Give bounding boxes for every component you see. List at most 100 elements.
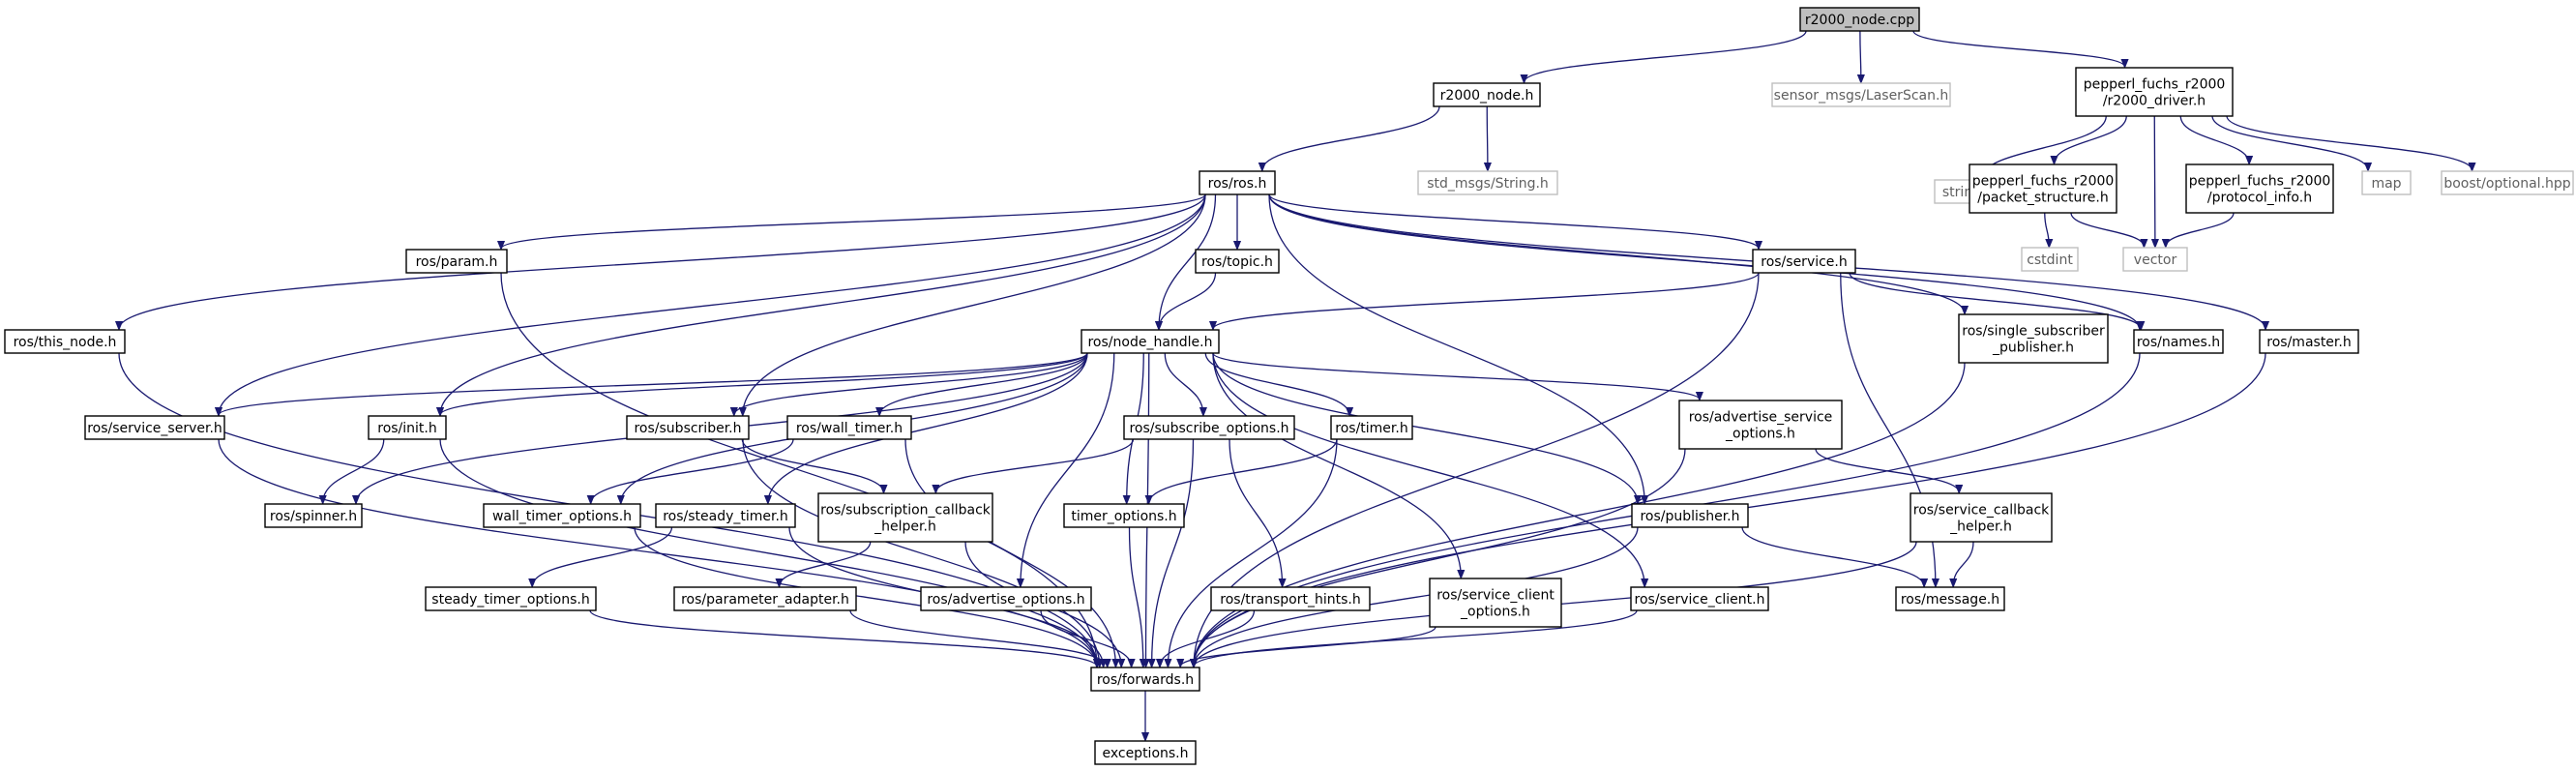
node-node-handle-box [1081, 329, 1220, 354]
node-ros-ros[interactable]: ros/ros.h [1199, 170, 1276, 195]
node-std-string[interactable]: std_msgs/String.h [1417, 170, 1558, 195]
edge-service-to-node-handle [1213, 272, 1760, 329]
node-timer-options[interactable]: timer_options.h [1063, 503, 1185, 528]
node-init-label: ros/init.h [377, 421, 437, 436]
edge-ros-ros-to-single-sub [1268, 193, 1965, 313]
edge-topic-to-node-handle [1159, 272, 1217, 329]
node-single-sub[interactable]: ros/single_subscriber_publisher.h [1958, 313, 2109, 364]
node-driver[interactable]: pepperl_fuchs_r2000/r2000_driver.h [2075, 67, 2234, 117]
node-subscribe-options[interactable]: ros/subscribe_options.h [1123, 415, 1295, 440]
node-map[interactable]: map [2361, 170, 2412, 195]
node-parameter-adapter-box [673, 586, 857, 611]
node-forwards-box [1090, 667, 1200, 692]
edge-service-server-to-forwards [218, 438, 1097, 667]
edge-packet-to-vector [2070, 212, 2144, 247]
node-exceptions[interactable]: exceptions.h [1094, 740, 1197, 765]
node-transport-hints[interactable]: ros/transport_hints.h [1210, 586, 1371, 611]
node-cstdint[interactable]: cstdint [2021, 247, 2079, 272]
node-timer[interactable]: ros/timer.h [1330, 415, 1413, 440]
node-adv-service-options-label: ros/advertise_service [1689, 410, 1833, 426]
node-steady-timer-options[interactable]: steady_timer_options.h [425, 586, 597, 611]
node-service-client-options[interactable]: ros/service_client_options.h [1429, 578, 1562, 628]
node-wall-timer[interactable]: ros/wall_timer.h [786, 415, 912, 440]
node-sub-cb-helper-box [817, 492, 993, 543]
node-adv-service-options-box [1678, 400, 1843, 450]
node-param[interactable]: ros/param.h [405, 249, 508, 274]
edge-ros-ros-to-node-handle [1159, 193, 1217, 329]
node-r2000-node-cpp[interactable]: r2000_node.cpp [1799, 7, 1920, 32]
node-r2000-node-h[interactable]: r2000_node.h [1433, 82, 1541, 107]
node-spinner-box [264, 503, 363, 528]
node-publisher[interactable]: ros/publisher.h [1631, 503, 1749, 528]
node-master[interactable]: ros/master.h [2259, 329, 2359, 354]
node-laserscan-label: sensor_msgs/LaserScan.h [1774, 88, 1949, 104]
node-transport-hints-box [1210, 586, 1371, 611]
header-nodes: r2000_node.cpp r2000_node.h sensor_msgs/La… [4, 7, 2574, 765]
node-service-server[interactable]: ros/service_server.h [84, 415, 225, 440]
node-subscriber-box [626, 415, 750, 440]
edge-ros-ros-to-service-server [219, 193, 1206, 415]
node-parameter-adapter-label: ros/parameter_adapter.h [681, 592, 849, 608]
node-exceptions-box [1094, 740, 1197, 765]
node-init[interactable]: ros/init.h [368, 415, 447, 440]
edge-packet-to-cstdint [2044, 212, 2050, 247]
node-std-string-label: std_msgs/String.h [1427, 176, 1549, 192]
node-cstdint-label: cstdint [2027, 252, 2073, 268]
edge-steady-timer-options-to-forwards [589, 609, 1097, 667]
node-timer-options-label: timer_options.h [1071, 509, 1176, 524]
node-packet-label: /packet_structure.h [1977, 191, 2108, 206]
edge-ros-ros-to-subscriber [743, 193, 1206, 415]
node-wall-timer-options-label: wall_timer_options.h [492, 509, 632, 524]
node-subscriber-label: ros/subscriber.h [634, 421, 741, 436]
node-message[interactable]: ros/message.h [1895, 586, 2005, 611]
node-single-sub-box [1958, 313, 2109, 364]
node-spinner[interactable]: ros/spinner.h [264, 503, 363, 528]
node-boost-optional[interactable]: boost/optional.hpp [2441, 170, 2574, 195]
node-steady-timer[interactable]: ros/steady_timer.h [655, 503, 796, 528]
edge-node-handle-to-wall-timer [879, 352, 1088, 415]
node-wall-timer-options-box [483, 503, 641, 528]
node-master-box [2259, 329, 2359, 354]
node-service[interactable]: ros/service.h [1752, 249, 1856, 274]
node-vector-label: vector [2134, 252, 2177, 268]
node-map-label: map [2371, 176, 2401, 192]
node-names[interactable]: ros/names.h [2133, 329, 2224, 354]
node-protocol-label: /protocol_info.h [2207, 191, 2312, 206]
edge-node-handle-to-adv-service-options [1212, 352, 1700, 400]
node-vector[interactable]: vector [2122, 247, 2188, 272]
node-adv-service-options[interactable]: ros/advertise_service_options.h [1678, 400, 1843, 450]
node-service-server-box [84, 415, 225, 440]
node-publisher-label: ros/publisher.h [1640, 509, 1739, 524]
node-vector-box [2122, 247, 2188, 272]
node-std-string-box [1417, 170, 1558, 195]
node-service-client-options-label: ros/service_client [1436, 588, 1554, 604]
node-service-cb-helper[interactable]: ros/service_callback_helper.h [1910, 492, 2053, 543]
node-packet[interactable]: pepperl_fuchs_r2000/packet_structure.h [1969, 163, 2117, 214]
node-advertise-options[interactable]: ros/advertise_options.h [920, 586, 1092, 611]
edge-subscribe-options-to-sub-cb-helper [935, 438, 1135, 492]
node-wall-timer-options[interactable]: wall_timer_options.h [483, 503, 641, 528]
node-forwards-label: ros/forwards.h [1097, 672, 1194, 688]
node-service-client[interactable]: ros/service_client.h [1630, 586, 1769, 611]
node-protocol[interactable]: pepperl_fuchs_r2000/protocol_info.h [2185, 163, 2334, 214]
node-sub-cb-helper[interactable]: ros/subscription_callback_helper.h [817, 492, 993, 543]
node-laserscan[interactable]: sensor_msgs/LaserScan.h [1771, 82, 1951, 107]
edge-timer-to-timer-options [1149, 438, 1338, 503]
node-single-sub-label: _publisher.h [1992, 341, 2074, 356]
node-subscriber[interactable]: ros/subscriber.h [626, 415, 750, 440]
edge-init-to-forwards [439, 438, 1097, 667]
node-this-node[interactable]: ros/this_node.h [4, 329, 126, 354]
node-exceptions-label: exceptions.h [1102, 746, 1188, 761]
node-timer-box [1330, 415, 1413, 440]
node-wall-timer-label: ros/wall_timer.h [796, 421, 903, 436]
node-parameter-adapter[interactable]: ros/parameter_adapter.h [673, 586, 857, 611]
node-forwards[interactable]: ros/forwards.h [1090, 667, 1200, 692]
node-laserscan-box [1771, 82, 1951, 107]
node-topic[interactable]: ros/topic.h [1195, 249, 1280, 274]
node-node-handle[interactable]: ros/node_handle.h [1081, 329, 1220, 354]
edge-wall-timer-to-forwards [904, 438, 1115, 667]
edge-r2000-node-cpp-to-laserscan [1860, 30, 1861, 82]
node-single-sub-label: ros/single_subscriber [1962, 324, 2105, 340]
node-topic-label: ros/topic.h [1201, 254, 1273, 270]
